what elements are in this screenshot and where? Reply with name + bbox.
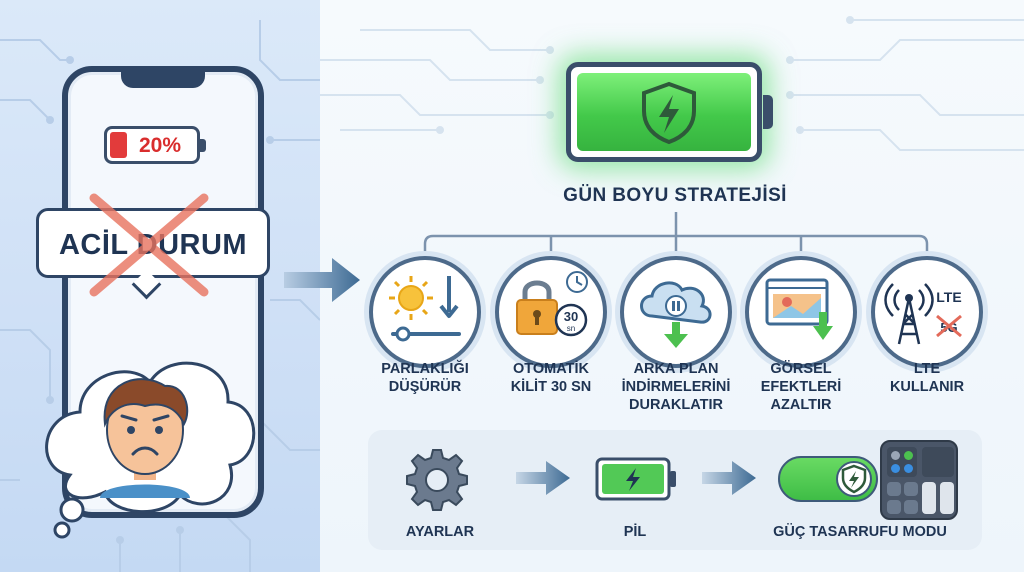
brightness-down-icon	[389, 276, 461, 342]
step-auto-lock: 30 sn	[495, 256, 607, 368]
shield-bolt-icon	[841, 464, 867, 494]
phone-notch	[121, 72, 205, 88]
strategy-title: GÜN BOYU STRATEJİSİ	[563, 185, 787, 206]
battery-percent: 20%	[139, 134, 182, 157]
worried-person-thought-cloud	[45, 361, 256, 539]
flashlight-tile	[887, 500, 901, 514]
battery-cap	[763, 95, 773, 129]
cloud-pause-icon	[640, 281, 712, 348]
control-center-icon	[880, 440, 958, 520]
auto-lock-icon: 30 sn	[516, 271, 588, 337]
lock-tile	[887, 482, 901, 496]
power-saving-toggle	[778, 456, 878, 502]
settings-path-panel	[368, 430, 982, 550]
circuit-pattern	[0, 20, 320, 572]
battery-label: PİL	[623, 524, 647, 540]
cross-out-icon	[89, 193, 209, 297]
arrow-right-icon	[702, 461, 756, 495]
volume-slider	[940, 482, 954, 514]
step-visual-effects	[745, 256, 857, 368]
power-saving-label: GÜÇ TASARRUFU MODU	[773, 524, 947, 540]
step-background-downloads	[620, 256, 732, 368]
low-battery-indicator: 20%	[104, 126, 206, 164]
shield-bolt-icon	[642, 81, 696, 145]
media-tile	[922, 447, 954, 477]
visual-effects-icon	[765, 278, 833, 340]
step-brightness	[369, 256, 481, 368]
brightness-slider	[922, 482, 936, 514]
step-lte: LTE 5G	[871, 256, 983, 368]
worried-person-icon	[100, 378, 190, 498]
settings-label: AYARLAR	[405, 524, 475, 540]
moon-tile	[904, 482, 918, 496]
svg-text:sn: sn	[567, 324, 575, 333]
toggle-knob	[836, 461, 872, 497]
timer-tile	[904, 500, 918, 514]
svg-text:LTE: LTE	[936, 289, 961, 305]
battery-cap	[200, 139, 206, 152]
gear-icon	[406, 449, 468, 511]
transition-arrow-icon	[284, 258, 360, 302]
cell-tower-icon: LTE 5G	[884, 283, 962, 345]
battery-icon	[595, 457, 676, 501]
circuit-pattern-right	[320, 16, 1024, 151]
svg-text:30: 30	[564, 309, 578, 324]
battery-fill	[110, 132, 127, 158]
arrow-right-icon	[516, 461, 570, 495]
full-battery-indicator	[566, 62, 773, 162]
